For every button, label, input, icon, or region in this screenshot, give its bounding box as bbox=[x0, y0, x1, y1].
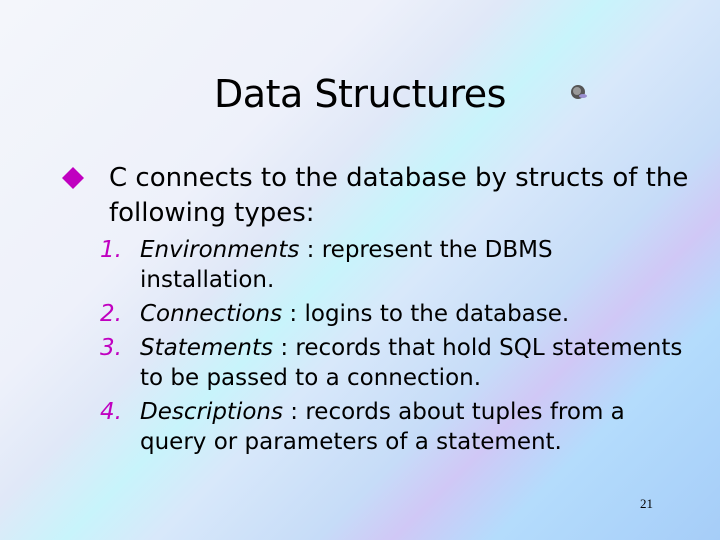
list-item: 1. Environments : represent the DBMS inst… bbox=[100, 235, 690, 295]
item-number: 4. bbox=[100, 399, 122, 425]
item-term: Descriptions bbox=[140, 399, 283, 425]
item-text: : records about tuples from a query or p… bbox=[140, 399, 625, 455]
item-text: : records that hold SQL statements to be… bbox=[140, 335, 683, 391]
speaker-icon[interactable] bbox=[568, 83, 588, 101]
slide-title: Data Structures bbox=[214, 72, 506, 116]
item-term: Environments bbox=[140, 237, 300, 263]
list-item: 4. Descriptions : records about tuples fr… bbox=[100, 397, 690, 457]
item-text: : represent the DBMS installation. bbox=[140, 237, 553, 293]
item-term: Connections bbox=[140, 301, 283, 327]
item-number: 2. bbox=[100, 301, 122, 327]
item-text: : logins to the database. bbox=[282, 301, 570, 327]
diamond-bullet-icon bbox=[62, 167, 84, 189]
list-item: 2. Connections : logins to the database. bbox=[100, 299, 690, 329]
page-number: 21 bbox=[640, 496, 653, 511]
list-item: 3. Statements : records that hold SQL sta… bbox=[100, 333, 690, 393]
item-number: 1. bbox=[100, 237, 122, 263]
numbered-list: 1. Environments : represent the DBMS inst… bbox=[100, 235, 690, 461]
item-term: Statements bbox=[140, 335, 274, 361]
item-number: 3. bbox=[100, 335, 122, 361]
main-bullet-text: C connects to the database by structs of… bbox=[109, 163, 689, 228]
